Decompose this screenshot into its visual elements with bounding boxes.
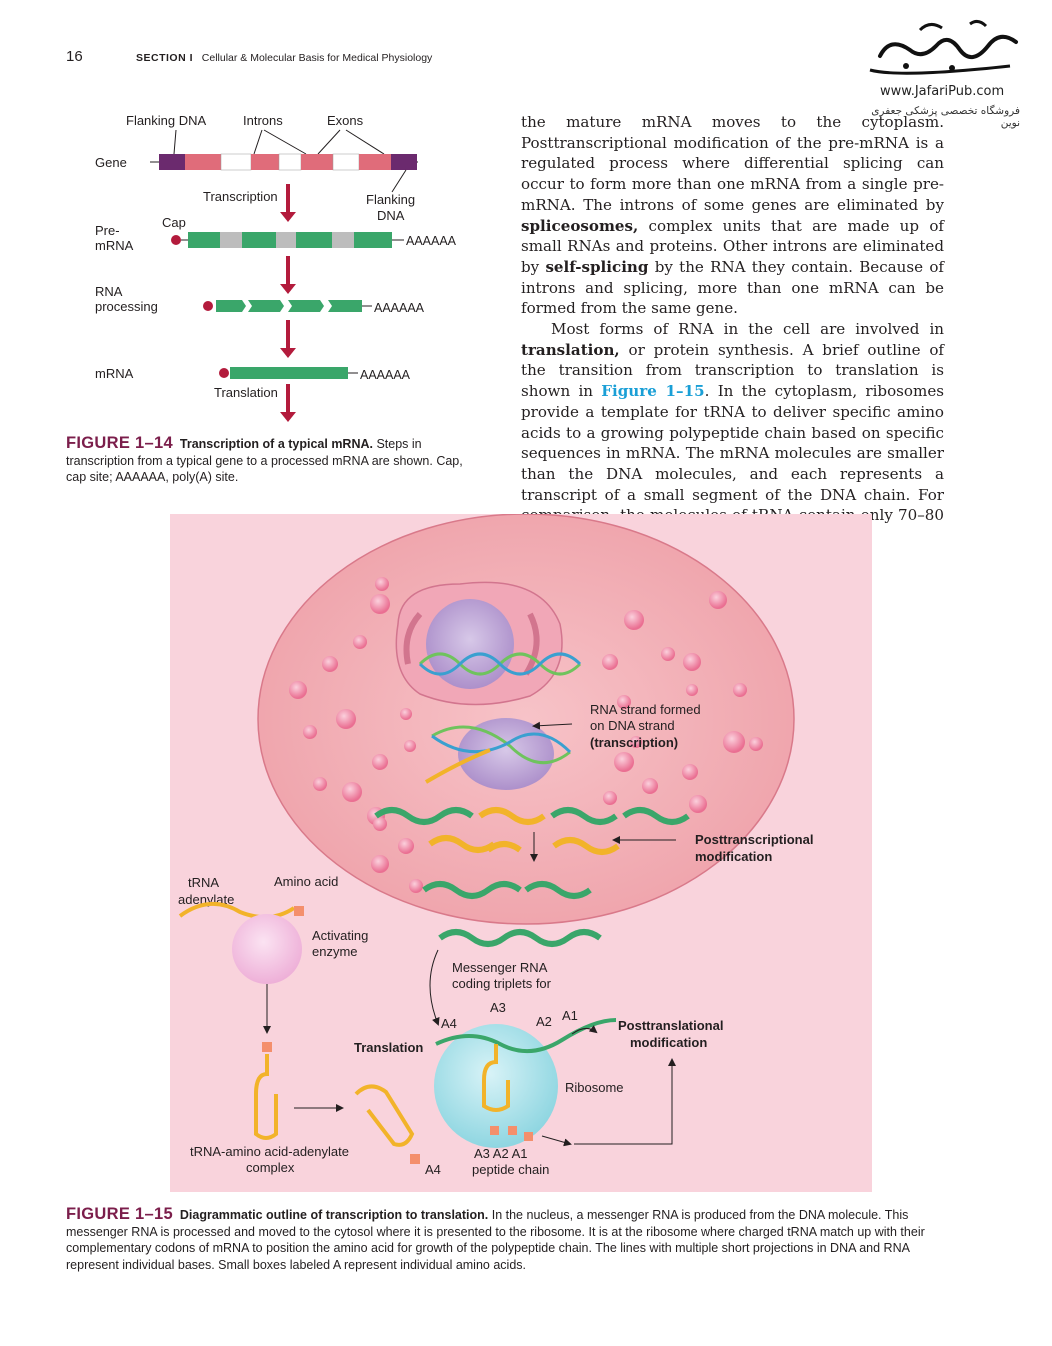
caption-title: FIGURE 1–15 [66, 1205, 173, 1223]
arrow-down-icon [280, 284, 296, 294]
figure-1-15-caption: FIGURE 1–15 Diagrammatic outline of tran… [66, 1206, 946, 1273]
processed-segments [216, 300, 362, 312]
body-text: the mature mRNA moves to the cytoplasm. … [521, 112, 944, 547]
caption-text: Steps in transcription from a typical ge… [66, 437, 463, 484]
label-rna-processing-1: RNA [95, 284, 123, 299]
watermark-logo: www.JafariPub.com فروشگاه تخصصی پزشکی جع… [860, 16, 1030, 129]
label-a4-top: A4 [441, 1016, 457, 1031]
label-rna-strand-3: (transcription) [590, 735, 678, 750]
label-rna-processing-2: processing [95, 299, 158, 314]
caption-bold: Transcription of a typical mRNA. [179, 437, 373, 451]
label-amino-acid: Amino acid [274, 874, 338, 889]
watermark-url: www.JafariPub.com [880, 84, 1005, 99]
amino-acid-box [294, 906, 304, 916]
paragraph-2: Most forms of RNA in the cell are involv… [521, 320, 945, 545]
arrow-down-icon [280, 412, 296, 422]
label-posttranscriptional-1: Posttranscriptional [695, 832, 813, 847]
label-ribosome: Ribosome [565, 1080, 624, 1095]
cytoplasm-dots [289, 577, 763, 893]
label-a4-bottom: A4 [425, 1162, 441, 1177]
cap-icon [203, 301, 213, 311]
label-posttranslational-1: Posttranslational [618, 1018, 723, 1033]
arrow-down-icon [280, 212, 296, 222]
label-polya-1: AAAAAA [406, 234, 457, 248]
pre-mrna-bar [188, 232, 392, 248]
label-pre-mrna-2: mRNA [95, 238, 134, 253]
calligraphy-logo-icon [869, 19, 1018, 75]
label-posttranslational-2: modification [630, 1035, 707, 1050]
trna-strand [178, 901, 296, 920]
caption-text: In the nucleus, a messenger RNA is produ… [66, 1208, 925, 1272]
arrow-down-icon [280, 348, 296, 358]
peptide-chain [490, 1126, 533, 1141]
processed-mrna-strands [374, 807, 690, 899]
label-polya-2: AAAAAA [374, 301, 425, 315]
label-mrna: mRNA [95, 366, 134, 381]
label-polya-3: AAAAAA [360, 368, 411, 382]
trna-complex [254, 1042, 278, 1140]
watermark-subtitle: فروشگاه تخصصی پزشکی جعفری نوین [871, 105, 1020, 129]
figure-1-15-diagram: RNA strand formed on DNA strand (transcr… [170, 514, 872, 1192]
dna-helix [418, 652, 582, 784]
label-messenger-2: coding triplets for [452, 976, 552, 991]
label-complex-2: complex [246, 1160, 295, 1175]
label-flanking-right-1: Flanking [366, 192, 415, 207]
running-head: SECTION I Cellular & Molecular Basis for… [136, 52, 432, 64]
label-activating-1: Activating [312, 928, 368, 943]
label-gene: Gene [95, 155, 127, 170]
cap-icon [219, 368, 229, 378]
label-flanking-right-2: DNA [377, 208, 405, 223]
label-a3-top: A3 [490, 1000, 506, 1015]
ribosome [434, 1024, 558, 1148]
trna-on-ribosome [482, 1044, 510, 1112]
label-exons: Exons [327, 113, 364, 128]
section-label: SECTION I [136, 52, 194, 64]
label-rna-strand-1: RNA strand formed [590, 702, 701, 717]
label-trna-adenylate-1: tRNA [188, 875, 219, 890]
activating-enzyme [232, 914, 302, 984]
label-activating-2: enzyme [312, 944, 358, 959]
gene-bar [159, 153, 417, 171]
mrna-bar [230, 367, 348, 379]
figure-1-14-diagram: Flanking DNA Introns Exons Gene Transcri… [95, 113, 457, 422]
label-rna-strand-2: on DNA strand [590, 718, 675, 733]
running-header: 16 SECTION I Cellular & Molecular Basis … [66, 48, 966, 72]
label-posttranscriptional-2: modification [695, 849, 772, 864]
charged-trna [354, 1084, 420, 1164]
paragraph-1: the mature mRNA moves to the cytoplasm. … [521, 113, 944, 318]
label-translation: Translation [354, 1040, 423, 1055]
label-transcription: Transcription [203, 189, 278, 204]
label-translation: Translation [214, 385, 278, 400]
label-chain-2: peptide chain [472, 1162, 549, 1177]
caption-bold: Diagrammatic outline of transcription to… [179, 1208, 489, 1222]
label-messenger-1: Messenger RNA [452, 960, 548, 975]
label-a2-top: A2 [536, 1014, 552, 1029]
label-chain-1: A3 A2 A1 [474, 1146, 528, 1161]
label-complex-1: tRNA-amino acid-adenylate [190, 1144, 349, 1159]
label-pre-mrna-1: Pre- [95, 223, 120, 238]
label-flanking-dna-top: Flanking DNA [126, 113, 207, 128]
section-title: Cellular & Molecular Basis for Medical P… [201, 52, 433, 64]
cap-icon [171, 235, 181, 245]
messenger-rna [438, 929, 602, 947]
figure-reference-link[interactable]: Figure 1–15 [601, 382, 705, 401]
figure-1-14-caption: FIGURE 1–14 Transcription of a typical m… [66, 435, 486, 486]
label-introns: Introns [243, 113, 283, 128]
caption-title: FIGURE 1–14 [66, 434, 173, 452]
page-number: 16 [66, 48, 83, 65]
label-a1-top: A1 [562, 1008, 578, 1023]
label-cap: Cap [162, 215, 186, 230]
